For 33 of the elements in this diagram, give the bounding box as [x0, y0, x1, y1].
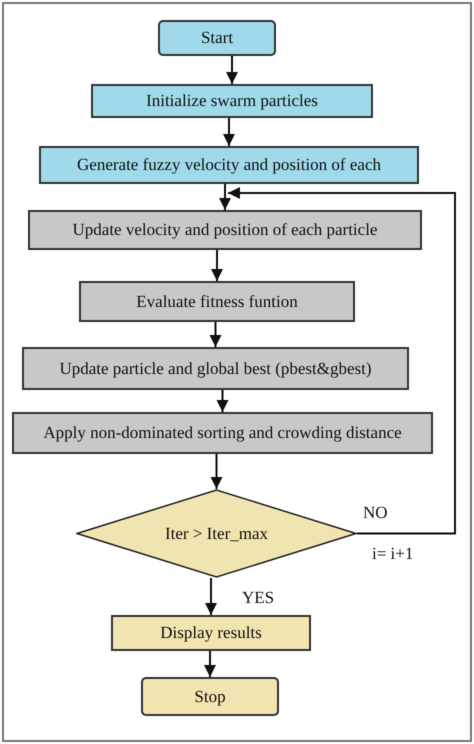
arrow — [219, 184, 231, 210]
arrow — [210, 454, 222, 489]
node-text: Generate fuzzy velocity and position of each — [77, 155, 381, 175]
arrow — [205, 578, 217, 615]
node-text: Initialize swarm particles — [146, 91, 318, 111]
arrow — [226, 56, 238, 84]
edge-label: NO — [363, 503, 388, 523]
node-text: Start — [200, 28, 234, 48]
node-text: Update velocity and position of each particle — [72, 220, 378, 240]
edge-label: YES — [242, 588, 274, 608]
process-box — [22, 347, 409, 390]
node-text: Iter > Iter_max — [164, 524, 268, 544]
node-text: Evaluate fitness funtion — [136, 292, 298, 312]
counter-note: i= i+1 — [372, 544, 414, 564]
process-box — [28, 210, 422, 250]
arrow — [211, 250, 223, 281]
process-box — [39, 146, 419, 184]
terminal-box — [141, 677, 279, 716]
arrow — [216, 390, 228, 412]
process-box — [111, 615, 311, 651]
decision-diamond — [76, 489, 357, 578]
arrow — [204, 651, 216, 677]
node-text: Update particle and global best (pbest&gbest) — [59, 358, 372, 378]
node-text: Display results — [160, 623, 262, 643]
process-box — [12, 412, 433, 454]
terminal-box — [158, 20, 276, 56]
process-box — [79, 281, 355, 322]
arrow — [228, 187, 456, 534]
node-text: Apply non-dominated sorting and crowding distance — [43, 423, 402, 443]
node-text: Stop — [194, 686, 226, 706]
process-box — [91, 84, 373, 118]
arrow — [223, 118, 235, 146]
arrow — [210, 322, 222, 347]
